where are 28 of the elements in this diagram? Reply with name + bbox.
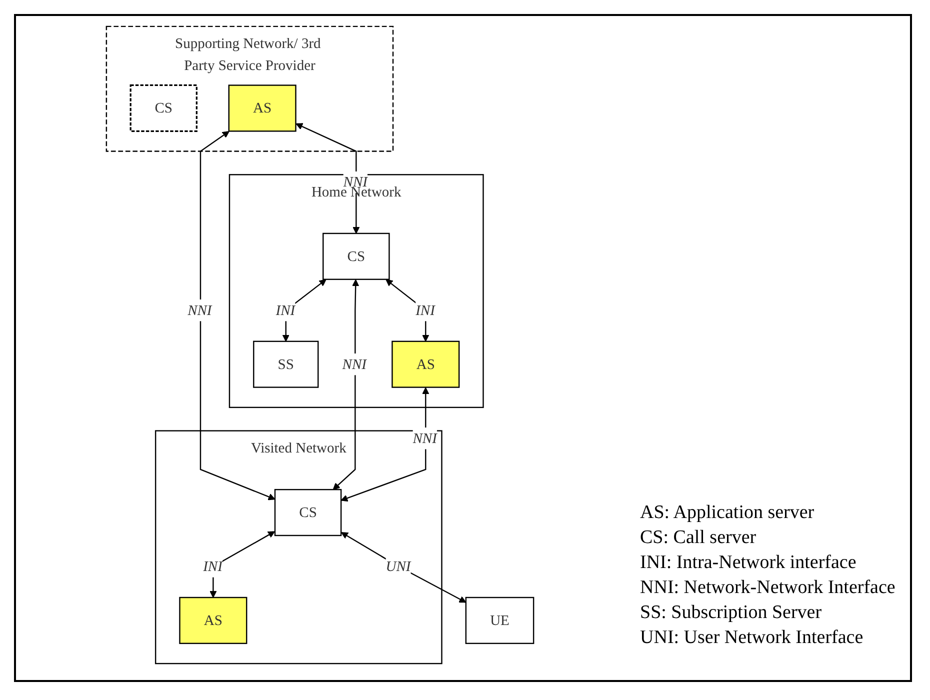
edge-label: INI xyxy=(276,302,296,318)
arrow xyxy=(200,131,276,500)
legend-note: UNI: User Network Interface xyxy=(640,626,864,650)
node-box: CS xyxy=(130,84,198,132)
node-box: AS xyxy=(228,84,296,132)
edge-label: NNI xyxy=(412,430,437,446)
arrow xyxy=(386,279,430,342)
legend-note: AS: Application server xyxy=(640,501,816,525)
arrow xyxy=(341,532,466,603)
arrow xyxy=(332,279,360,490)
legend-note: SS: Subscription Server xyxy=(640,601,823,625)
node-box: CS xyxy=(322,232,390,280)
node-box: SS xyxy=(253,340,319,388)
edge-label: INI xyxy=(203,558,222,574)
edge-label: UNI xyxy=(386,558,411,574)
node-box: UE xyxy=(465,596,534,644)
edge-label: INI xyxy=(416,302,435,318)
node-box: CS xyxy=(274,488,342,536)
edge-label: NNI xyxy=(342,356,366,372)
edge-label: NNI xyxy=(188,302,212,318)
arrow xyxy=(340,387,430,502)
node-box: AS xyxy=(179,596,248,644)
legend-note: CS: Call server xyxy=(640,526,758,550)
node-box: AS xyxy=(392,340,460,388)
legend-note: NNI: Network-Network Interface xyxy=(640,576,896,600)
arrow xyxy=(210,531,276,598)
arrow xyxy=(282,279,326,342)
legend-note: INI: Intra-Network interface xyxy=(640,551,858,575)
